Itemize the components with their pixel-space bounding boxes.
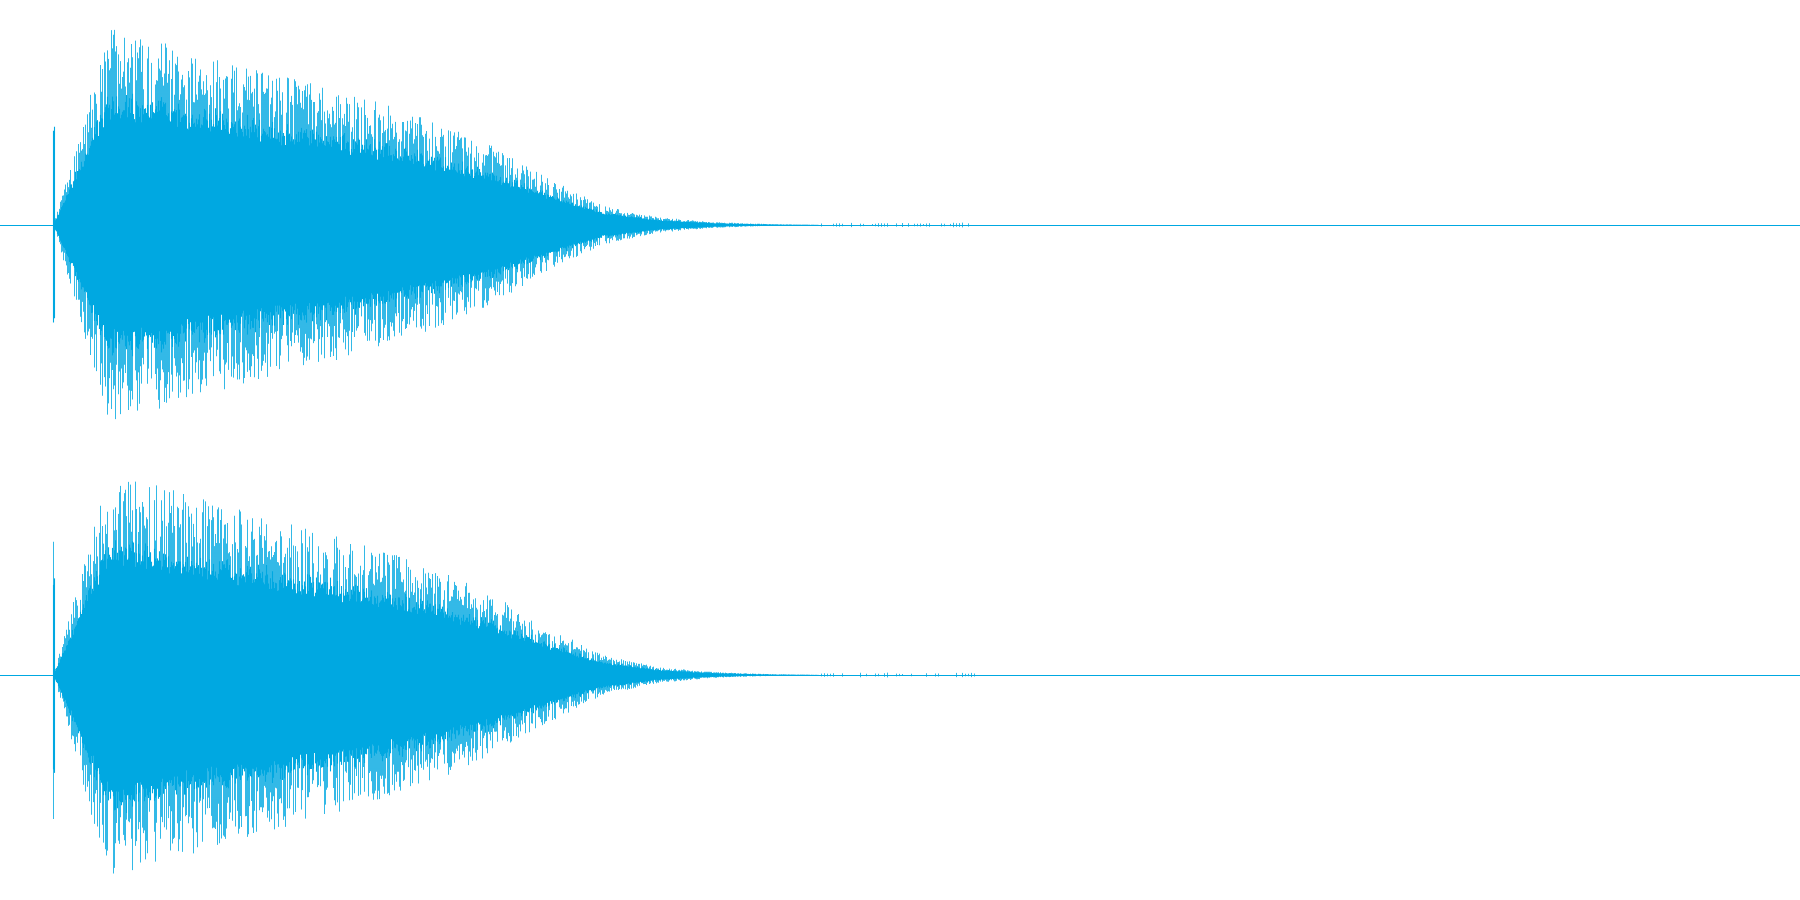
waveform-channel-left: [0, 29, 1800, 420]
waveform-channel-right: [0, 481, 1800, 874]
waveform-peaks: [55, 29, 969, 420]
waveform-peaks: [53, 481, 975, 874]
